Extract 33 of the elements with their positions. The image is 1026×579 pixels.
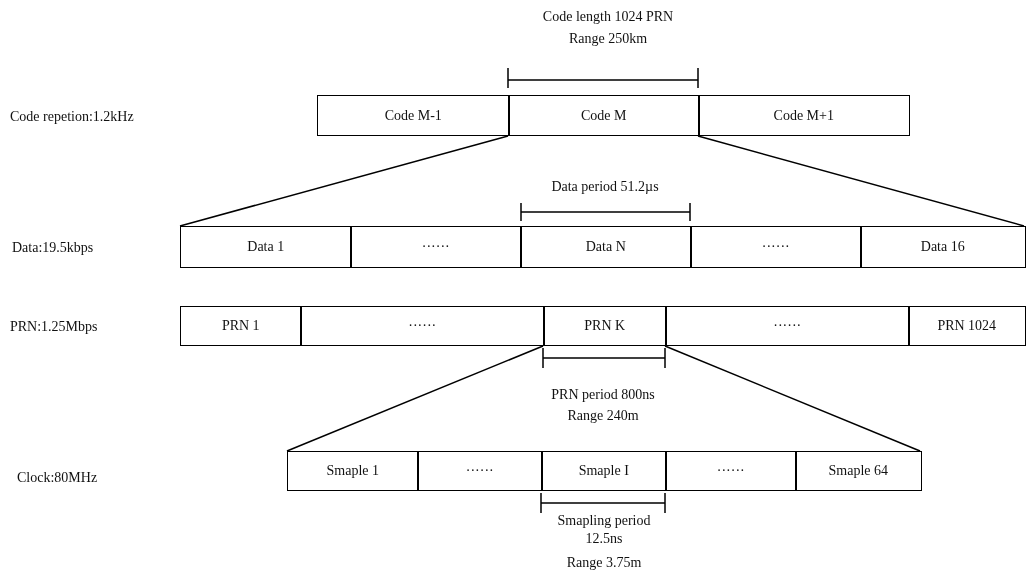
- dimension-label: Range 3.75m: [565, 554, 643, 572]
- dimension-label: PRN period 800ns: [550, 386, 656, 404]
- expansion-line: [286, 345, 544, 452]
- timeline-segment: PRN K: [543, 306, 667, 346]
- timeline-segment: ······: [665, 451, 797, 491]
- expansion-line: [664, 345, 921, 452]
- row-label: Code repetion:1.2kHz: [10, 108, 134, 126]
- timeline-segment: Code M-1: [317, 95, 510, 136]
- timeline-segment: ······: [690, 226, 862, 268]
- row-label: Clock:80MHz: [17, 469, 98, 487]
- timeline-segment: Data 1: [180, 226, 352, 268]
- dimension-label: Code length 1024 PRN: [541, 8, 675, 26]
- timeline-segment: Smaple 64: [795, 451, 922, 491]
- expansion-line: [179, 135, 509, 227]
- dimension-label: Data period 51.2µs: [550, 178, 660, 196]
- row-label: PRN:1.25Mbps: [10, 318, 98, 336]
- dimension-label: Range 240m: [566, 407, 640, 425]
- expansion-line: [697, 135, 1025, 227]
- timeline-segment: ······: [417, 451, 543, 491]
- timeline-segment: ······: [350, 226, 522, 268]
- dimension-label: Range 250km: [567, 30, 649, 48]
- timeline-segment: Code M+1: [698, 95, 910, 136]
- timeline-segment: Data N: [520, 226, 692, 268]
- timeline-segment: Smaple 1: [287, 451, 419, 491]
- timeline-segment: PRN 1: [180, 306, 302, 346]
- timeline-segment: ······: [300, 306, 545, 346]
- dimension-label: Smapling period 12.5ns: [556, 512, 652, 548]
- timeline-segment: Data 16: [860, 226, 1026, 268]
- row-label: Data:19.5kbps: [12, 239, 94, 257]
- timeline-segment: PRN 1024: [908, 306, 1026, 346]
- timeline-segment: ······: [665, 306, 910, 346]
- timeline-segment: Smaple I: [541, 451, 667, 491]
- timeline-segment: Code M: [508, 95, 700, 136]
